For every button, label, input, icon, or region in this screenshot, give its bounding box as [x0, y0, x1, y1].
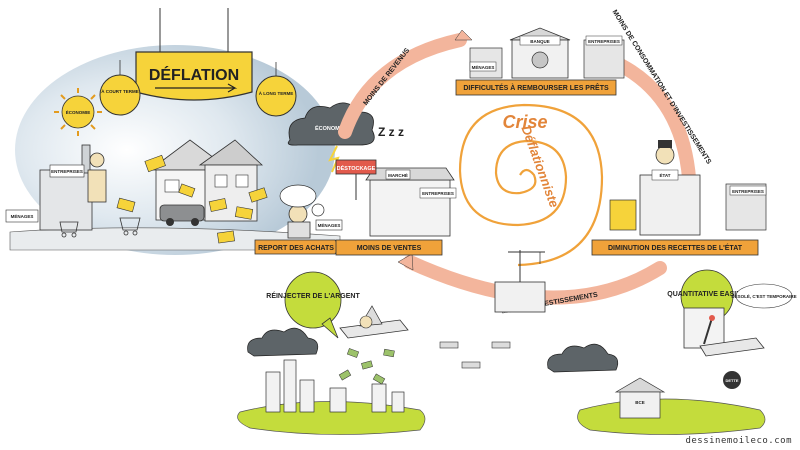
- falling-banknotes: [338, 348, 395, 385]
- arrow-moins-revenus: [338, 33, 467, 139]
- reinjecter-bubble: RÉINJECTER DE L'ARGENT: [266, 271, 360, 339]
- long-term-clock: À LONG TERME: [255, 62, 297, 117]
- spiral-title-line2: Déflationniste: [518, 124, 561, 210]
- market-sign: MARCHÉ: [388, 171, 408, 178]
- central-bank: BCE: [614, 377, 666, 419]
- enterprises-right-sign: ENTREPRISES: [732, 189, 764, 194]
- short-term-clock: À COURT TERME: [99, 60, 141, 116]
- moins-ventes-label: MOINS DE VENTES: [335, 239, 443, 256]
- banner-title: DÉFLATION: [149, 65, 239, 84]
- qe-text: QUANTITATIVE EASING: [667, 291, 747, 298]
- qe-thought-bubble: DÉSOLÉ, C'EST TEMPORAIRE: [731, 283, 797, 309]
- bottom-right-scene: BCE QUANTITATIVE EASING DÉSOLÉ, C'EST TE…: [547, 269, 797, 435]
- state-building: ÉTAT ENTREPRISES: [609, 140, 767, 236]
- bottom-left-scene: RÉINJECTER DE L'ARGENT: [237, 271, 511, 435]
- households-top-sign: MÉNAGES: [472, 63, 495, 70]
- euro-price-tags: [116, 154, 268, 244]
- debt-bag-label: DETTE: [725, 378, 738, 383]
- houses-cluster: [148, 139, 264, 226]
- deflation-banner: DÉFLATION: [135, 8, 253, 101]
- money-airplane: [339, 305, 409, 339]
- bank-sign: BANQUE: [530, 39, 550, 44]
- court-terme-label: À COURT TERME: [101, 88, 139, 94]
- economy-sun: ÉCONOMIE: [54, 88, 102, 136]
- households-left-label: MÉNAGES: [11, 212, 34, 219]
- idle-factory: [494, 250, 546, 313]
- site-credit: dessinemoileco.com: [685, 436, 792, 446]
- state-sign: ÉTAT: [659, 171, 670, 178]
- left-scene: DÉFLATION À COURT TERME À LONG TERME ÉCO…: [5, 8, 375, 255]
- enterprises-top-sign: ENTREPRISES: [588, 39, 620, 44]
- households-sign-left: MÉNAGES: [5, 209, 39, 223]
- shopping-carts: [59, 217, 141, 238]
- factory-enterprises-sign: ENTREPRISES: [51, 169, 83, 174]
- thinking-person: MÉNAGES: [279, 184, 343, 239]
- households-mid-label: MÉNAGES: [318, 221, 341, 228]
- bank-building: BANQUE MÉNAGES ENTREPRISES: [469, 27, 625, 79]
- factory-left: ENTREPRISES: [39, 144, 93, 231]
- spiral-title-line1: Crise: [502, 112, 547, 132]
- drones: [439, 341, 511, 369]
- long-terme-label: À LONG TERME: [259, 90, 294, 96]
- statue-figure: [87, 152, 107, 203]
- report-achats-label: REPORT DES ACHATS: [254, 239, 341, 255]
- sleep-zzz: Z z z: [378, 125, 404, 139]
- qe-lever-box: [683, 307, 725, 349]
- qe-thought-text: DÉSOLÉ, C'EST TEMPORAIRE: [731, 292, 796, 299]
- market-stall: MARCHÉ ENTREPRISES: [365, 167, 457, 237]
- cloud-economy-label: ÉCONOMIE: [315, 124, 345, 132]
- reinjecter-text: RÉINJECTER DE L'ARGENT: [266, 291, 360, 300]
- sun-economy-label: ÉCONOMIE: [66, 108, 91, 115]
- diminution-label: DIMINUTION DES RECETTES DE L'ÉTAT: [591, 239, 759, 256]
- destockage-sign: DÉSTOCKAGE: [335, 159, 377, 200]
- deflation-spiral-cycle: Crise Déflationniste MOINS DE REVENUS DI…: [335, 9, 767, 315]
- moins-ventes-text: MOINS DE VENTES: [357, 245, 422, 252]
- difficultes-text: DIFFICULTÉS À REMBOURSER LES PRÊTS: [463, 83, 609, 92]
- qe-airplane: DETTE: [699, 337, 765, 389]
- spiral-swirl: [458, 103, 604, 267]
- moins-revenus-text: MOINS DE REVENUS: [362, 47, 411, 107]
- enterprises-mid-sign: ENTREPRISES: [422, 191, 454, 196]
- report-achats-text: REPORT DES ACHATS: [258, 245, 334, 252]
- arrow-moins-investissements: [403, 255, 667, 305]
- destockage-text: DÉSTOCKAGE: [337, 164, 376, 172]
- bce-label: BCE: [635, 400, 645, 405]
- diminution-text: DIMINUTION DES RECETTES DE L'ÉTAT: [608, 243, 743, 252]
- difficultes-label: DIFFICULTÉS À REMBOURSER LES PRÊTS: [455, 79, 617, 96]
